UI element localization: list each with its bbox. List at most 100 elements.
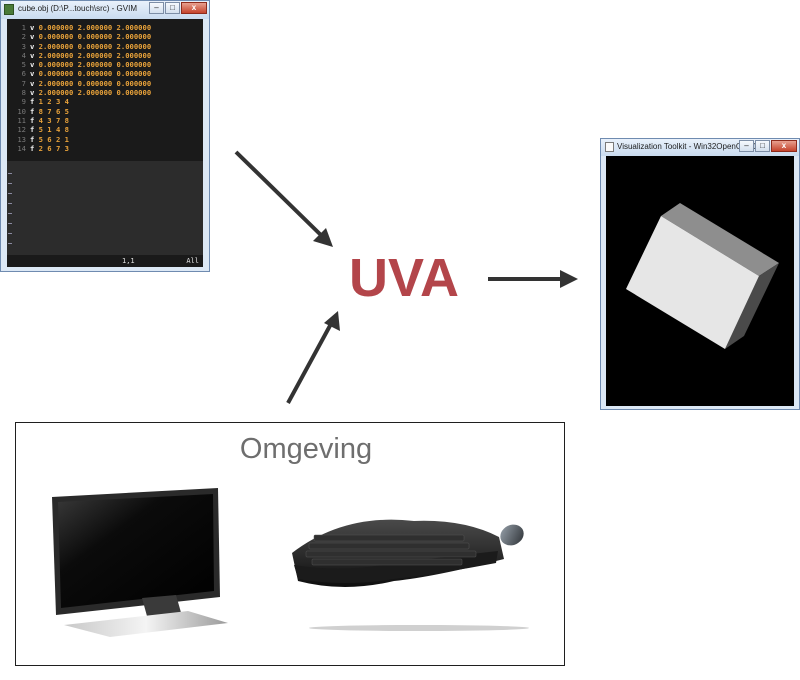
obj-values: 2.000000 0.000000 0.000000 [38, 78, 152, 88]
obj-keyword: v [30, 32, 35, 42]
line-number: 14 [17, 143, 26, 153]
obj-values: 5 6 2 1 [38, 134, 69, 144]
environment-box: Omgeving [15, 422, 565, 666]
obj-keyword: v [30, 23, 35, 32]
keyboard-keys [305, 534, 477, 566]
obj-values: 0.000000 0.000000 0.000000 [38, 69, 152, 79]
maximize-button[interactable]: □ [755, 140, 770, 152]
uva-label: UVA [348, 248, 459, 308]
line-number: 6 [21, 69, 26, 79]
tilde-marker [8, 183, 12, 184]
environment-title: Omgeving [239, 433, 373, 465]
line-number: 2 [21, 32, 26, 42]
line-number: 7 [21, 78, 26, 88]
gvim-title: cube.obj (D:\P...touch\src) - GVIM [18, 4, 138, 13]
obj-values: 2 6 7 3 [38, 143, 69, 153]
obj-values: 1 2 3 4 [38, 97, 69, 107]
obj-keyword: f [30, 125, 35, 135]
cube-front-face [626, 216, 759, 349]
line-number: 1 [21, 23, 26, 32]
line-number: 8 [21, 88, 26, 98]
gvim-icon [4, 4, 14, 15]
obj-keyword: f [30, 97, 35, 107]
close-button[interactable]: x [181, 2, 207, 14]
cube-top-face [661, 203, 779, 276]
monitor-screen [58, 494, 214, 608]
cube-side-face [725, 263, 779, 349]
arrow-gvim-to-uva [234, 150, 328, 242]
obj-values: 4 3 7 8 [38, 115, 69, 125]
arrowhead [324, 311, 340, 331]
obj-keyword: f [30, 134, 35, 144]
close-button[interactable]: x [771, 140, 797, 152]
arrow-omgeving-to-uva [286, 321, 334, 404]
tilde-marker [8, 203, 12, 204]
obj-keyword: v [30, 78, 35, 88]
obj-values: 0.000000 0.000000 2.000000 [38, 32, 152, 42]
maximize-button[interactable]: □ [165, 2, 180, 14]
obj-keyword: v [30, 60, 35, 70]
arrow-right-icon [560, 270, 578, 288]
gvim-titlebar[interactable]: cube.obj (D:\P...touch\src) - GVIM – □ x [1, 1, 209, 19]
cube-render [626, 203, 779, 349]
vtk-title: Visualization Toolkit - Win32OpenGL #1 [617, 142, 758, 151]
line-number: 9 [21, 97, 26, 107]
mouse-icon [500, 524, 524, 546]
obj-keyword: v [30, 41, 35, 51]
obj-values: 0.000000 2.000000 0.000000 [38, 60, 152, 70]
line-number: 13 [17, 134, 26, 144]
tilde-marker [8, 243, 12, 244]
obj-values: 0.000000 2.000000 2.000000 [38, 23, 152, 32]
line-number: 4 [21, 50, 26, 60]
obj-keyword: f [30, 115, 35, 125]
obj-keyword: f [30, 106, 35, 116]
scroll-indicator: All [186, 257, 199, 265]
vim-line: 13 f 5 6 2 1 [7, 135, 203, 144]
obj-values: 8 7 6 5 [38, 106, 69, 116]
vtk-window: Visualization Toolkit - Win32OpenGL #1 –… [600, 138, 800, 410]
obj-values: 2.000000 2.000000 2.000000 [38, 50, 152, 60]
vtk-icon [605, 142, 614, 152]
gvim-window-controls: – □ x [148, 2, 207, 14]
monitor-stand [64, 611, 228, 637]
minimize-button[interactable]: – [739, 140, 754, 152]
minimize-button[interactable]: – [149, 2, 164, 14]
tilde-marker [8, 213, 12, 214]
gvim-window: cube.obj (D:\P...touch\src) - GVIM – □ x… [0, 0, 210, 272]
render-viewport[interactable] [606, 156, 794, 406]
tilde-marker [8, 173, 12, 174]
keyboard-icon [292, 519, 529, 631]
arrowhead [313, 228, 333, 247]
vim-statusline: 1,1 All [7, 256, 203, 267]
obj-keyword: v [30, 69, 35, 79]
line-number: 10 [17, 106, 26, 116]
tilde-marker [8, 193, 12, 194]
line-number: 12 [17, 125, 26, 135]
line-number: 3 [21, 41, 26, 51]
obj-keyword: v [30, 88, 35, 98]
vtk-window-controls: – □ x [738, 140, 797, 152]
tilde-marker [8, 233, 12, 234]
line-number: 5 [21, 60, 26, 70]
cursor-position: 1,1 [122, 257, 135, 265]
obj-keyword: v [30, 50, 35, 60]
tilde-marker [8, 223, 12, 224]
vtk-titlebar[interactable]: Visualization Toolkit - Win32OpenGL #1 –… [601, 139, 799, 156]
line-number: 11 [17, 115, 26, 125]
vim-line: 10 f 8 7 6 5 [7, 107, 203, 116]
monitor-icon [52, 488, 228, 637]
